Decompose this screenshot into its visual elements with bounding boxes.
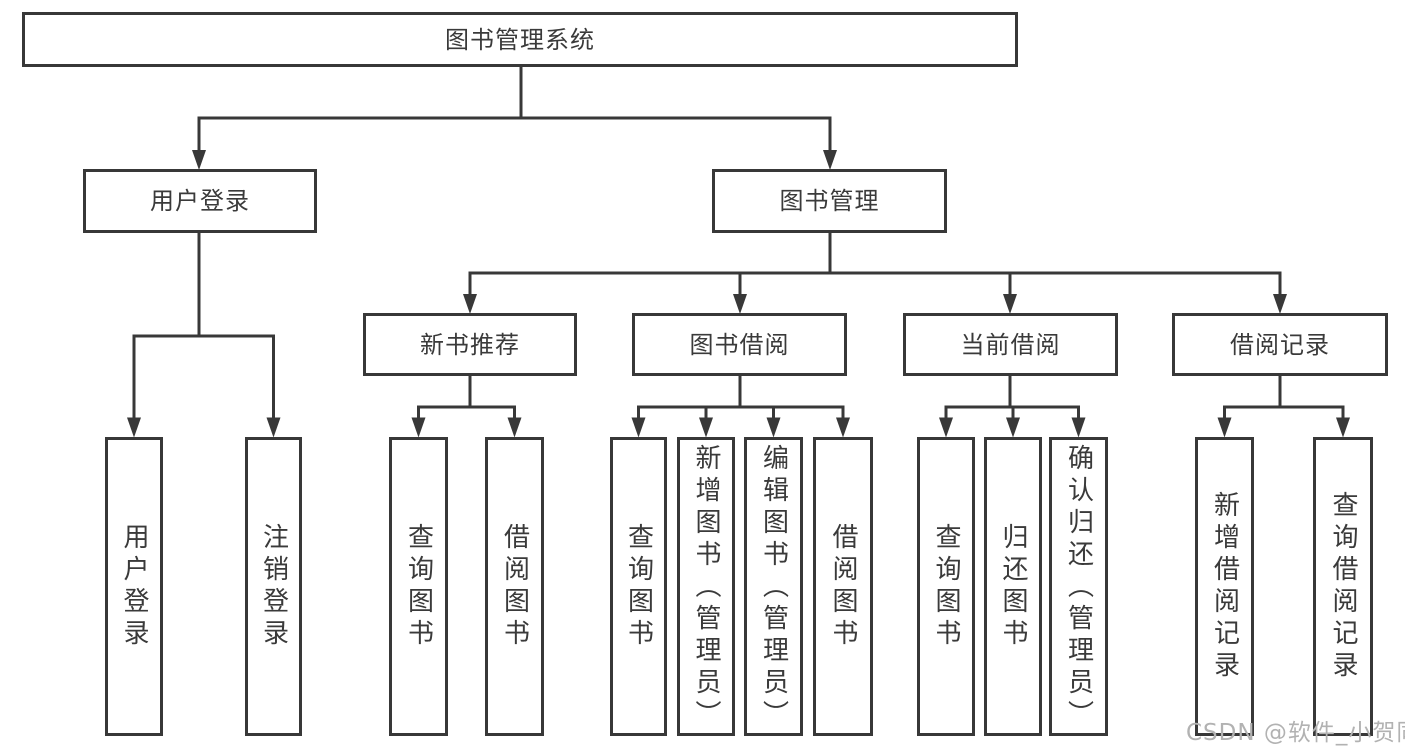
node-book-mgmt: 图书管理 [712, 169, 947, 233]
leaf-bb-edit-books-admin: 编辑图书（管理员） [744, 437, 803, 736]
leaf-user-login: 用户登录 [105, 437, 163, 736]
connector-records-branch [1223, 373, 1345, 409]
connector-new-rec-branch [417, 373, 516, 409]
node-borrow-records: 借阅记录 [1172, 313, 1388, 376]
leaf-logout: 注销登录 [245, 437, 302, 736]
node-root: 图书管理系统 [22, 12, 1018, 67]
connector-borrow-branch [637, 373, 845, 409]
node-user-login: 用户登录 [83, 169, 317, 233]
node-book-borrow: 图书借阅 [632, 313, 847, 376]
leaf-cb-query-books: 查询图书 [917, 437, 975, 736]
leaf-cb-confirm-return-admin: 确认归还（管理员） [1049, 437, 1108, 736]
connector-book-mgmt-branch [468, 230, 1282, 275]
csdn-watermark: CSDN @软件_小贺同学 [1186, 720, 1405, 746]
leaf-br-add-record: 新增借阅记录 [1195, 437, 1254, 736]
node-current-borrow: 当前借阅 [903, 313, 1118, 376]
leaf-bb-add-books-admin: 新增图书（管理员） [677, 437, 735, 736]
leaf-rec-borrow-books: 借阅图书 [485, 437, 544, 736]
connector-current-branch [944, 373, 1080, 409]
leaf-rec-query-books: 查询图书 [389, 437, 448, 736]
connector-root-branch [197, 63, 832, 120]
leaf-br-query-record: 查询借阅记录 [1313, 437, 1373, 736]
leaf-bb-borrow-books: 借阅图书 [813, 437, 873, 736]
leaf-cb-return-books: 归还图书 [984, 437, 1042, 736]
node-new-book-rec: 新书推荐 [363, 313, 577, 376]
leaf-bb-query-books: 查询图书 [610, 437, 667, 736]
connector-user-login-branch [132, 230, 275, 338]
